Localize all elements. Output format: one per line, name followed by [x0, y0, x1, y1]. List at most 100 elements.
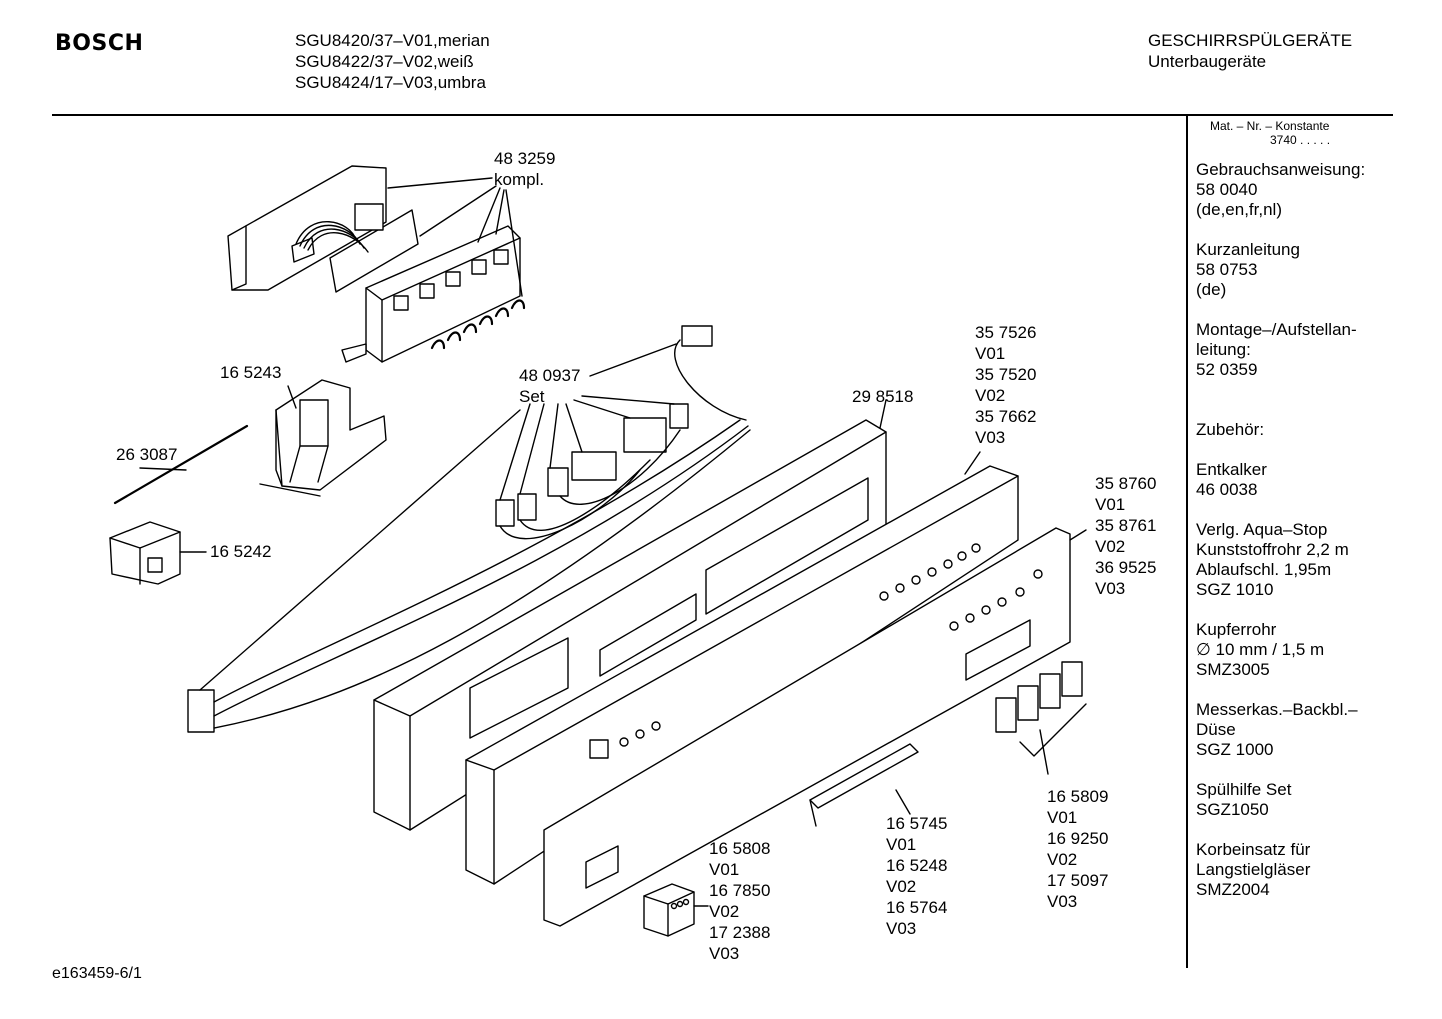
knob-block-part [643, 883, 709, 937]
accessory-line: Messerkas.–Backbl.– [1196, 700, 1358, 719]
variant: V02 [709, 902, 740, 921]
model-line: SGU8422/37–V02,weiß [295, 52, 474, 71]
part-number: 16 9250 [1047, 829, 1109, 848]
accessory-block: Montage–/Aufstellan-leitung:52 0359 [1196, 320, 1396, 380]
document-number: e163459-6/1 [52, 965, 142, 982]
accessories-panel: Mat. – Nr. – Konstante 3740 . . . . . Ge… [1196, 119, 1396, 920]
constant-value: 3740 . . . . . [1270, 133, 1331, 147]
accessory-line: leitung: [1196, 340, 1251, 359]
category-title: GESCHIRRSPÜLGERÄTE [1148, 31, 1353, 50]
variant: V03 [1095, 579, 1126, 598]
variant: V02 [1095, 537, 1126, 556]
accessory-line: SGZ 1010 [1196, 580, 1274, 599]
accessory-list: Gebrauchsanweisung:58 0040(de,en,fr,nl) K… [1196, 160, 1396, 900]
accessory-line: 46 0038 [1196, 480, 1258, 499]
model-line: SGU8424/17–V03,umbra [295, 73, 486, 92]
header-divider [52, 114, 1393, 116]
bracket-part [259, 379, 387, 497]
accessory-line: SGZ1050 [1196, 800, 1269, 819]
accessory-line: Entkalker [1196, 460, 1267, 479]
variant: V01 [1095, 495, 1126, 514]
variant: V01 [886, 835, 917, 854]
variant: V03 [886, 919, 917, 938]
part-note: Set [519, 387, 545, 406]
accessory-line: 58 0040 [1196, 180, 1258, 199]
part-number: 35 7526 [975, 323, 1037, 342]
part-number: 36 9525 [1095, 558, 1157, 577]
variant: V01 [975, 344, 1006, 363]
label-165745: 16 5745 V01 16 5248 V02 16 5764 V03 [886, 813, 947, 939]
variant: V01 [1047, 808, 1078, 827]
part-number: 17 5097 [1047, 871, 1109, 890]
variant: V02 [975, 386, 1006, 405]
accessory-line: Kunststoffrohr 2,2 m [1196, 540, 1349, 559]
part-number: 35 8761 [1095, 516, 1157, 535]
label-263087: 26 3087 [116, 444, 177, 465]
constant-label: Mat. – Nr. – Konstante [1210, 119, 1330, 133]
accessory-line: 58 0753 [1196, 260, 1258, 279]
accessory-line: Ablaufschl. 1,95m [1196, 560, 1332, 579]
accessory-line: 52 0359 [1196, 360, 1258, 379]
variant: V03 [709, 944, 740, 963]
label-165243: 16 5243 [220, 362, 281, 383]
variant: V03 [1047, 892, 1078, 911]
part-note: kompl. [494, 170, 545, 189]
part-number: 16 5248 [886, 856, 948, 875]
button-set-part [995, 661, 1087, 775]
accessory-line: Kupferrohr [1196, 620, 1277, 639]
accessory-line: Kurzanleitung [1196, 240, 1300, 259]
label-165242: 16 5242 [210, 541, 271, 562]
part-number: 35 7520 [975, 365, 1037, 384]
label-165809: 16 5809 V01 16 9250 V02 17 5097 V03 [1047, 786, 1108, 912]
front-fascia-part [543, 527, 1087, 927]
product-category: GESCHIRRSPÜLGERÄTE Unterbaugeräte [1148, 30, 1352, 72]
part-number: 16 5808 [709, 839, 771, 858]
part-number: 16 5242 [210, 542, 272, 561]
variant: V02 [1047, 850, 1078, 869]
variant: V03 [975, 428, 1006, 447]
model-line: SGU8420/37–V01,merian [295, 31, 490, 50]
category-subtitle: Unterbaugeräte [1148, 52, 1267, 71]
variant: V01 [709, 860, 740, 879]
brand-logo: BOSCH [55, 31, 144, 56]
accessory-line: Langstielgläser [1196, 860, 1311, 879]
accessory-line: SMZ2004 [1196, 880, 1270, 899]
accessory-line: Düse [1196, 720, 1236, 739]
label-165808: 16 5808 V01 16 7850 V02 17 2388 V03 [709, 838, 770, 964]
accessory-line: (de,en,fr,nl) [1196, 200, 1282, 219]
part-number: 16 5764 [886, 898, 948, 917]
part-number: 48 0937 [519, 366, 581, 385]
accessory-line: SMZ3005 [1196, 660, 1270, 679]
part-number: 16 5745 [886, 814, 948, 833]
part-number: 29 8518 [852, 387, 914, 406]
switch-part [109, 521, 207, 585]
material-constant: Mat. – Nr. – Konstante 3740 . . . . . [1210, 119, 1396, 147]
label-480937: 48 0937 Set [519, 365, 580, 407]
rear-frame-part [373, 399, 887, 831]
model-list: SGU8420/37–V01,merian SGU8422/37–V02,wei… [295, 30, 490, 93]
control-module-part [227, 165, 526, 363]
rod-part [113, 424, 249, 505]
part-number: 35 8760 [1095, 474, 1157, 493]
accessory-line: Verlg. Aqua–Stop [1196, 520, 1328, 539]
accessory-block: Gebrauchsanweisung:58 0040(de,en,fr,nl) [1196, 160, 1396, 220]
part-number: 16 5243 [220, 363, 282, 382]
accessory-line: Montage–/Aufstellan- [1196, 320, 1357, 339]
accessory-line: Zubehör: [1196, 420, 1265, 439]
accessory-line: Gebrauchsanweisung: [1196, 160, 1366, 179]
part-number: 17 2388 [709, 923, 771, 942]
part-number: 48 3259 [494, 149, 556, 168]
part-number: 35 7662 [975, 407, 1037, 426]
label-483259: 48 3259 kompl. [494, 148, 555, 190]
label-358760: 35 8760 V01 35 8761 V02 36 9525 V03 [1095, 473, 1156, 599]
accessory-line: Spülhilfe Set [1196, 780, 1292, 799]
